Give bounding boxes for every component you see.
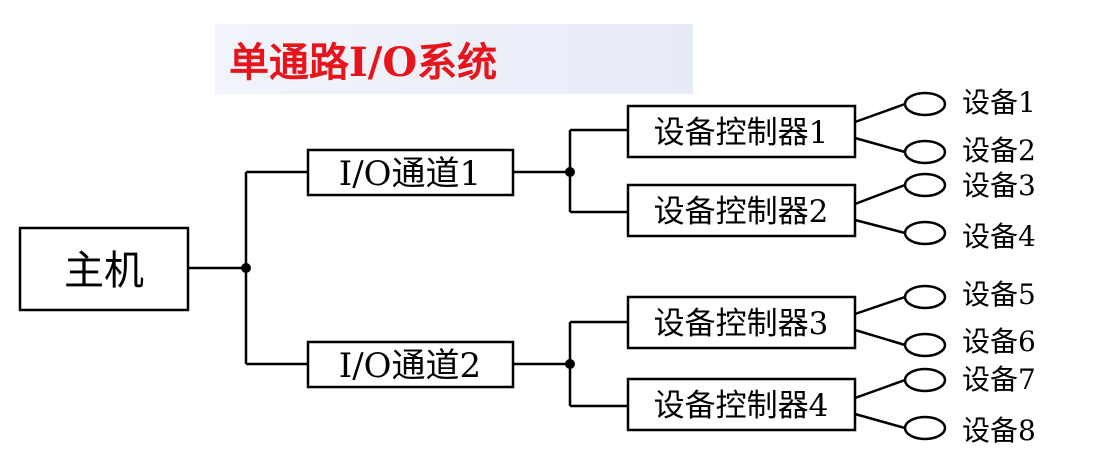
controller-1-node: 设备控制器1 bbox=[626, 104, 857, 159]
device-3-wire bbox=[854, 183, 906, 206]
controller-1-label: 设备控制器1 bbox=[654, 115, 829, 151]
device-4-node: 设备4 bbox=[903, 220, 1036, 253]
device-2-ellipse bbox=[903, 139, 947, 165]
controller-3-label: 设备控制器3 bbox=[654, 306, 829, 342]
device-7-ellipse bbox=[903, 367, 947, 393]
host-label: 主机 bbox=[64, 248, 144, 294]
device-6-node: 设备6 bbox=[903, 325, 1036, 358]
device-8-label: 设备8 bbox=[962, 414, 1036, 447]
controller-4-label: 设备控制器4 bbox=[654, 388, 829, 424]
controller-3-node: 设备控制器3 bbox=[626, 295, 857, 350]
host-node: 主机 bbox=[18, 226, 190, 312]
host-junction-dot bbox=[241, 263, 251, 273]
channel-2-node: I/O通道2 bbox=[306, 340, 515, 389]
device-1-ellipse bbox=[903, 91, 947, 117]
controller-1-box bbox=[626, 104, 857, 159]
device-4-label: 设备4 bbox=[962, 220, 1036, 253]
device-3-label: 设备3 bbox=[962, 169, 1036, 202]
device-8-ellipse bbox=[903, 415, 947, 441]
device-8-wire bbox=[854, 412, 906, 430]
channel-1-controller-wires bbox=[513, 128, 628, 214]
channel-2-controller-wires bbox=[513, 320, 628, 408]
device-2-label: 设备2 bbox=[962, 134, 1036, 167]
device-2-node: 设备2 bbox=[903, 134, 1036, 167]
controller-4-box bbox=[626, 377, 857, 432]
controller-2-box bbox=[626, 183, 857, 238]
channel-1-label: I/O通道1 bbox=[339, 154, 481, 194]
device-5-node: 设备5 bbox=[903, 278, 1036, 311]
device-7-node: 设备7 bbox=[903, 363, 1036, 396]
controller-2-node: 设备控制器2 bbox=[626, 183, 857, 238]
device-1-label: 设备1 bbox=[962, 86, 1036, 119]
channel-1-node: I/O通道1 bbox=[306, 148, 515, 197]
channel-2-label: I/O通道2 bbox=[339, 346, 481, 386]
device-5-wire bbox=[854, 295, 906, 316]
device-6-label: 设备6 bbox=[962, 325, 1036, 358]
host-box bbox=[18, 226, 190, 312]
device-2-wire bbox=[854, 136, 906, 154]
device-7-label: 设备7 bbox=[962, 363, 1036, 396]
device-3-node: 设备3 bbox=[903, 169, 1036, 202]
device-6-wire bbox=[854, 328, 906, 347]
host-channel-wires bbox=[188, 170, 308, 366]
device-5-ellipse bbox=[903, 284, 947, 310]
controller-4-node: 设备控制器4 bbox=[626, 377, 857, 432]
channel-2-box bbox=[306, 340, 515, 389]
title-banner: 单通路I/O系统 bbox=[215, 24, 693, 94]
channel-2-junction-dot bbox=[565, 359, 575, 369]
device-4-wire bbox=[854, 218, 906, 235]
controller-3-box bbox=[626, 295, 857, 350]
device-4-ellipse bbox=[903, 220, 947, 246]
channel-1-junction-dot bbox=[565, 167, 575, 177]
diagram-title: 单通路I/O系统 bbox=[229, 39, 498, 86]
controller-device-wires bbox=[854, 102, 906, 430]
device-8-node: 设备8 bbox=[903, 414, 1036, 447]
device-1-wire bbox=[854, 102, 906, 124]
device-5-label: 设备5 bbox=[962, 278, 1036, 311]
device-6-ellipse bbox=[903, 332, 947, 358]
device-7-wire bbox=[854, 378, 906, 400]
device-1-node: 设备1 bbox=[903, 86, 1036, 119]
controller-2-label: 设备控制器2 bbox=[654, 194, 829, 230]
device-3-ellipse bbox=[903, 172, 947, 198]
channel-1-box bbox=[306, 148, 515, 197]
